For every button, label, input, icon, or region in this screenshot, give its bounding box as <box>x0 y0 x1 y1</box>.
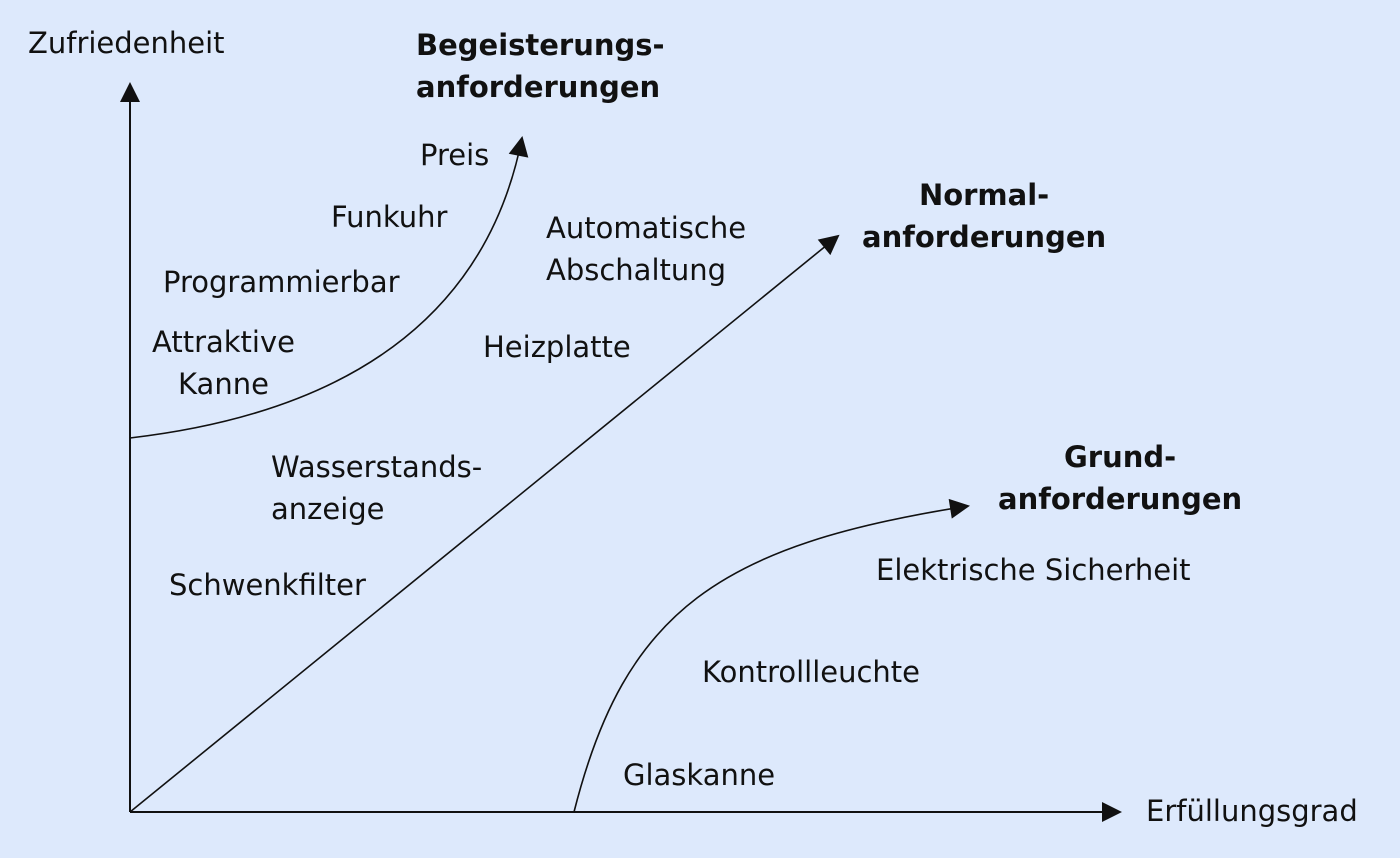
feature-wasserstandsanzeige: Wasserstands- anzeige <box>271 450 483 526</box>
begeisterung-curve <box>129 136 529 439</box>
normal-line <box>129 234 840 813</box>
feature-preis: Preis <box>420 138 490 172</box>
feature-attraktive-kanne: Attraktive Kanne <box>152 325 295 401</box>
feature-programmierbar: Programmierbar <box>163 265 400 299</box>
feature-heizplatte: Heizplatte <box>483 330 631 364</box>
grund-label: Grund- anforderungen <box>998 440 1243 516</box>
begeisterung-label: Begeisterungs- anforderungen <box>416 28 665 104</box>
x-axis-label: Erfüllungsgrad <box>1146 794 1358 828</box>
feature-glaskanne: Glaskanne <box>623 758 776 792</box>
normal-label: Normal- anforderungen <box>862 178 1107 254</box>
y-axis-label: Zufriedenheit <box>28 26 225 60</box>
feature-elektrische-sicherheit: Elektrische Sicherheit <box>876 553 1191 587</box>
grund-curve <box>573 498 970 813</box>
feature-kontrollleuchte: Kontrollleuchte <box>702 655 921 689</box>
feature-schwenkfilter: Schwenkfilter <box>169 568 366 602</box>
feature-automatische-abschaltung: Automatische Abschaltung <box>546 211 747 287</box>
feature-funkuhr: Funkuhr <box>331 200 448 234</box>
